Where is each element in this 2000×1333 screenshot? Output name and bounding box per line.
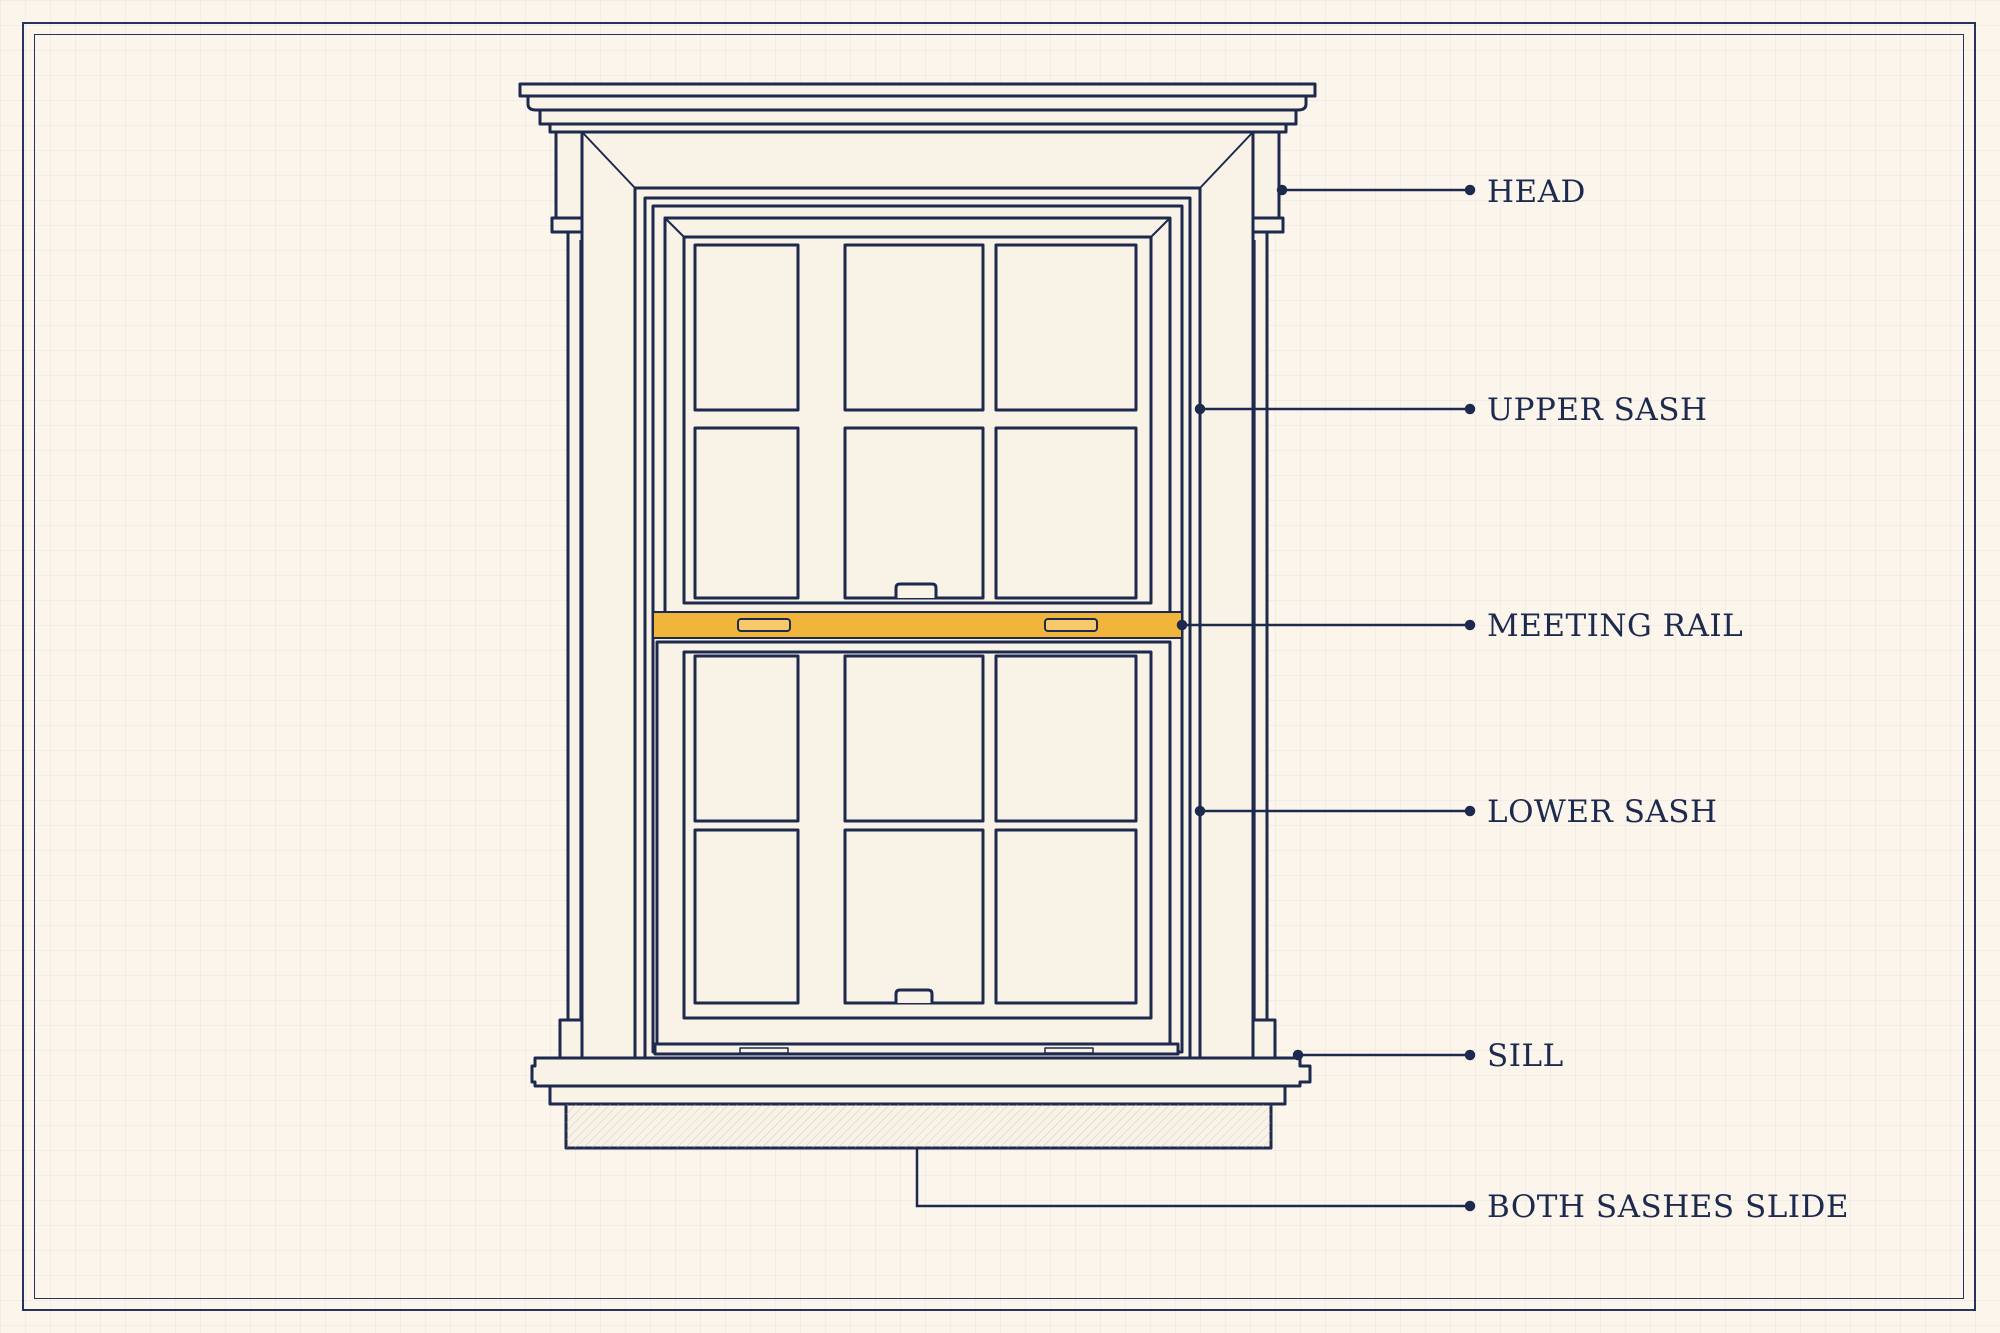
lower-sash <box>653 640 1180 1056</box>
meeting-rail <box>652 611 1183 639</box>
outer-border <box>22 22 1976 1311</box>
leader-lines <box>915 184 1476 1212</box>
lower-sash-panes <box>693 654 1138 1005</box>
head-crown <box>518 82 1317 134</box>
label-sill: SILL <box>1487 1038 1564 1074</box>
inner-border <box>34 34 1964 1299</box>
window-sill <box>530 1056 1312 1150</box>
label-both-sashes-slide: BOTH SASHES SLIDE <box>1487 1189 1850 1225</box>
label-upper-sash: UPPER SASH <box>1487 392 1708 428</box>
leader-head-dot <box>1276 184 1288 196</box>
leader-both-sashes-slide <box>915 1148 1470 1208</box>
upper-sash <box>663 216 1172 615</box>
upper-sash-panes <box>693 243 1138 600</box>
label-lower-sash: LOWER SASH <box>1487 794 1718 830</box>
label-head: HEAD <box>1487 174 1586 210</box>
label-meeting-rail: MEETING RAIL <box>1487 608 1744 644</box>
